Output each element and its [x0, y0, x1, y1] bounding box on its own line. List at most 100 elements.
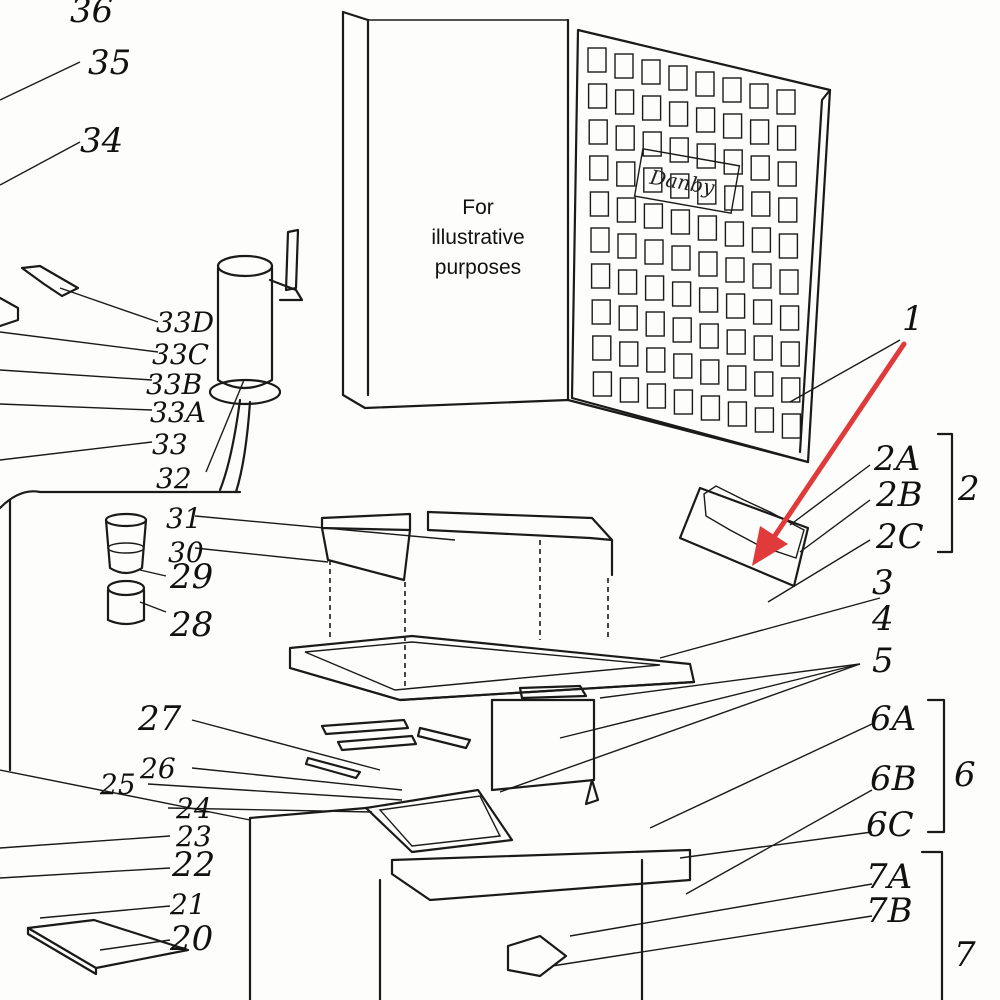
door-grid-cell — [589, 155, 609, 181]
door-grid-cell — [587, 83, 608, 109]
door-grid-cell — [754, 371, 774, 397]
door-grid-cell — [698, 287, 719, 313]
door-grid-cell — [725, 257, 745, 283]
callout-33a: 33A — [150, 396, 206, 429]
door-grid-cell — [614, 53, 634, 79]
lower-cabinet — [248, 806, 692, 1000]
door-grid-cell — [700, 395, 721, 421]
callout-7b: 7B — [866, 891, 913, 931]
door-grid-cell — [645, 311, 665, 337]
door-grid-cell — [699, 323, 719, 349]
callout-25: 25 — [99, 768, 136, 801]
door-grid-cell — [619, 377, 640, 403]
door-grid-cell — [781, 413, 802, 439]
cup-parts — [104, 512, 148, 626]
leader-lines — [0, 61, 901, 967]
callout-33b: 33B — [146, 368, 202, 401]
callout-27: 27 — [137, 699, 182, 739]
door-grid-cell — [697, 179, 717, 205]
notice-line-1: For — [462, 196, 494, 219]
door-grid-cell — [617, 233, 637, 259]
door-grid-cell — [617, 269, 638, 295]
door-grid-cell — [590, 263, 611, 289]
callout-21: 21 — [169, 888, 206, 921]
door-grid-cell — [642, 131, 662, 157]
door-grid-cell — [668, 65, 688, 91]
red-pointer-arrow — [752, 341, 907, 566]
callout-2a: 2A — [873, 439, 920, 479]
door-grid-cell — [669, 137, 689, 163]
callout-5: 5 — [872, 641, 894, 681]
door-grid-cell — [724, 185, 744, 211]
callout-31: 31 — [166, 502, 202, 535]
door-grid-cell — [641, 59, 661, 85]
door-grid-cell — [618, 305, 638, 331]
callout-6: 6 — [954, 755, 976, 795]
door-grid-cell — [779, 269, 799, 295]
door-grid-cell — [700, 359, 720, 385]
door-grid-cell — [643, 167, 663, 193]
callout-1: 1 — [902, 299, 924, 339]
door-grid-cell — [697, 215, 718, 241]
door-grid-cell — [722, 113, 743, 139]
notice-line-2: illustrative — [431, 226, 524, 249]
door-grid-cell — [673, 389, 694, 415]
callout-4: 4 — [871, 599, 894, 639]
door-grid-cell — [671, 281, 692, 307]
door-grid-cell — [724, 221, 745, 247]
door-grid-cell — [778, 233, 799, 259]
door-grid-cell — [727, 365, 747, 391]
callout-33: 33 — [152, 428, 188, 461]
callout-26: 26 — [139, 752, 176, 785]
door-grid-cell — [776, 125, 797, 151]
door-grid-cell — [749, 83, 769, 109]
door-grid-cell — [750, 155, 770, 181]
filter-part — [678, 485, 810, 588]
door-grid-cell — [646, 383, 667, 409]
door-grid-cell — [670, 209, 691, 235]
door-grid-cell — [592, 335, 612, 361]
door-grid-cell — [751, 191, 771, 217]
door-grid-cell — [619, 341, 639, 367]
water-tray — [288, 634, 696, 702]
door-grid-cell — [776, 89, 796, 115]
door-grid-cell — [779, 305, 800, 331]
door-grid-cell — [641, 95, 662, 121]
callout-2c: 2C — [875, 517, 924, 557]
callout-7a: 7A — [866, 857, 912, 897]
callout-20: 20 — [169, 919, 213, 959]
door-grid-cell — [614, 89, 635, 115]
door-grid-cell — [725, 293, 746, 319]
callout-28: 28 — [169, 605, 213, 645]
door-grid-cell — [695, 71, 715, 97]
evaporator-box — [490, 684, 600, 806]
notice-line-3: purposes — [435, 256, 521, 279]
cabinet-back-panel — [341, 10, 810, 464]
drain-hose — [0, 490, 242, 510]
door-grid-cell — [592, 371, 613, 397]
door-grid-cell — [668, 101, 689, 127]
callout-6b: 6B — [870, 759, 917, 799]
door-grid-cell — [588, 119, 608, 145]
door-grid-cell — [753, 335, 773, 361]
callout-3: 3 — [872, 563, 894, 603]
callout-2b: 2B — [875, 475, 923, 515]
callout-32: 32 — [156, 462, 192, 495]
base-board — [26, 918, 190, 976]
callout-6c: 6C — [866, 805, 914, 845]
door-grid-cell — [616, 197, 637, 223]
callout-29: 29 — [169, 557, 213, 597]
door-grid-cell — [646, 347, 666, 373]
door-grid-cell — [780, 341, 800, 367]
callout-24: 24 — [175, 792, 212, 825]
door-grid-cell — [591, 299, 611, 325]
door-grid-cell — [727, 401, 748, 427]
door-grid-cell — [616, 161, 636, 187]
door-grid-cell — [671, 245, 691, 271]
callout-34: 34 — [80, 121, 123, 161]
door-grid-cell — [698, 251, 718, 277]
door-grid-cell — [644, 239, 664, 265]
door-grid-cell — [777, 161, 797, 187]
